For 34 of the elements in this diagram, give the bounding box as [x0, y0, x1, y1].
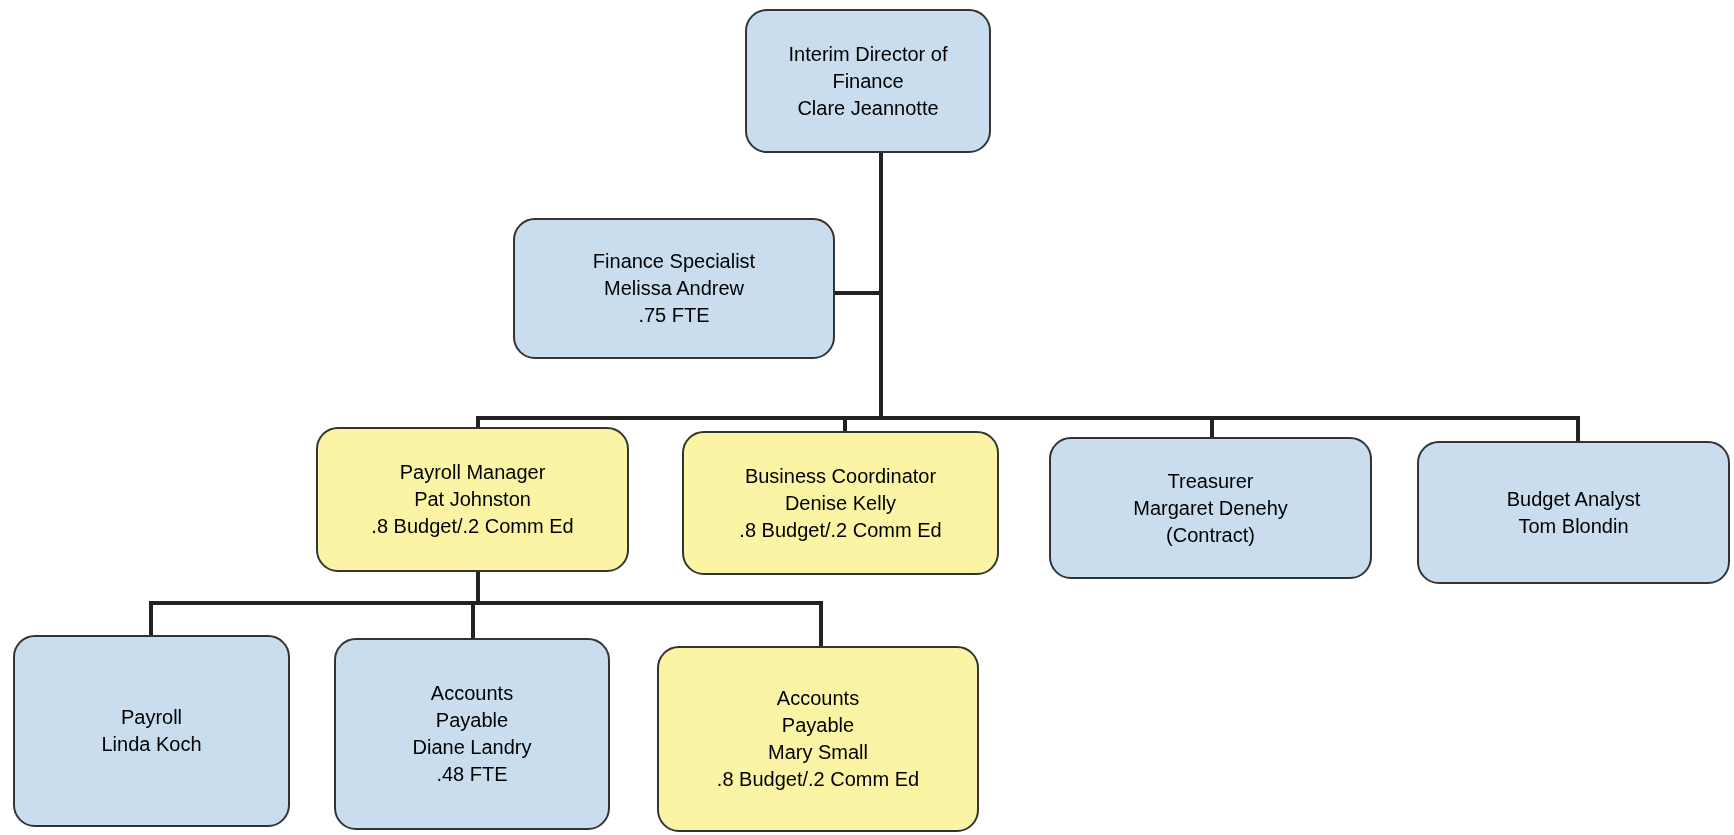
role-title: Interim Director of Finance [787, 41, 949, 94]
staff-detail: .48 FTE [436, 762, 508, 787]
role-title: Accounts Payable [429, 681, 515, 733]
staff-detail: .75 FTE [638, 303, 710, 328]
role-title: Budget Analyst [1506, 486, 1641, 512]
staff-detail: Tom Blondin [1518, 513, 1629, 539]
org-box [745, 9, 991, 153]
staff-detail: Diane Landry [412, 735, 532, 760]
org-box [1417, 441, 1730, 584]
role-title: Payroll Manager [399, 460, 546, 485]
staff-detail: Linda Koch [101, 732, 202, 757]
org-box [682, 431, 999, 575]
staff-detail: Mary Small [768, 740, 868, 765]
org-box [13, 635, 290, 827]
connector-line [476, 572, 823, 646]
role-title: Payroll [120, 705, 183, 730]
org-box [1049, 437, 1372, 579]
org-box [334, 638, 610, 830]
staff-detail: .8 Budget/.2 Comm Ed [716, 767, 920, 792]
staff-detail: Margaret Denehy [1133, 495, 1288, 521]
org-box [316, 427, 629, 572]
role-title: Accounts Payable [775, 686, 861, 738]
staff-detail: Melissa Andrew [603, 276, 745, 301]
org-box [657, 646, 979, 832]
staff-detail: Denise Kelly [784, 490, 897, 516]
role-title: Finance Specialist [592, 249, 756, 274]
org-box [513, 218, 835, 359]
staff-detail: .8 Budget/.2 Comm Ed [739, 517, 942, 543]
staff-detail: Pat Johnston [414, 487, 531, 512]
staff-detail: Clare Jeannotte [797, 95, 939, 121]
role-title: Business Coordinator [744, 463, 937, 489]
staff-detail: .8 Budget/.2 Comm Ed [371, 514, 574, 539]
role-title: Treasurer [1167, 468, 1254, 494]
staff-detail: (Contract) [1166, 522, 1255, 548]
